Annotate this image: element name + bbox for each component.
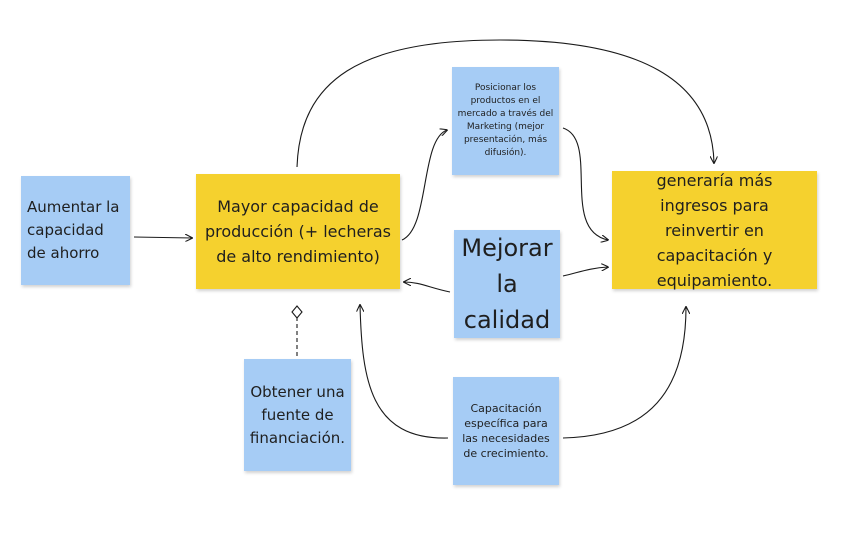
connector-capacitacion-produccion [360, 305, 449, 439]
note-text: Mayor capacidad de producción (+ lechera… [204, 197, 392, 266]
note-text: generaría más ingresos para reinvertir e… [656, 170, 773, 290]
connector-capacitacion-ingresos [562, 307, 686, 439]
note-text: Posicionar los productos en el mercado a… [457, 83, 554, 158]
note-text: Capacitación específica para las necesid… [462, 402, 550, 460]
connector-calidad-produccion [404, 282, 451, 293]
note-text: Mejorar la calidad [461, 234, 553, 334]
connector-produccion-ingresos [296, 39, 714, 168]
connector-marketing-ingresos [562, 127, 608, 240]
connector-calidad-ingresos [562, 267, 608, 277]
diamond-marker [291, 305, 303, 319]
note-text: Aumentar la capacidad de ahorro [27, 198, 120, 262]
note-mejorar-calidad[interactable]: Mejorar la calidad [454, 230, 560, 338]
note-financiacion[interactable]: Obtener una fuente de financiación. [244, 359, 351, 471]
note-marketing[interactable]: Posicionar los productos en el mercado a… [452, 67, 559, 175]
connector-ahorro-produccion [133, 237, 192, 238]
note-capacitacion[interactable]: Capacitación específica para las necesid… [453, 377, 559, 485]
note-aumentar-ahorro[interactable]: Aumentar la capacidad de ahorro [21, 176, 130, 285]
note-mas-ingresos[interactable]: generaría más ingresos para reinvertir e… [612, 171, 817, 290]
note-text: Obtener una fuente de financiación. [249, 382, 346, 447]
connector-produccion-marketing [401, 130, 447, 241]
note-mayor-produccion[interactable]: Mayor capacidad de producción (+ lechera… [196, 174, 400, 289]
